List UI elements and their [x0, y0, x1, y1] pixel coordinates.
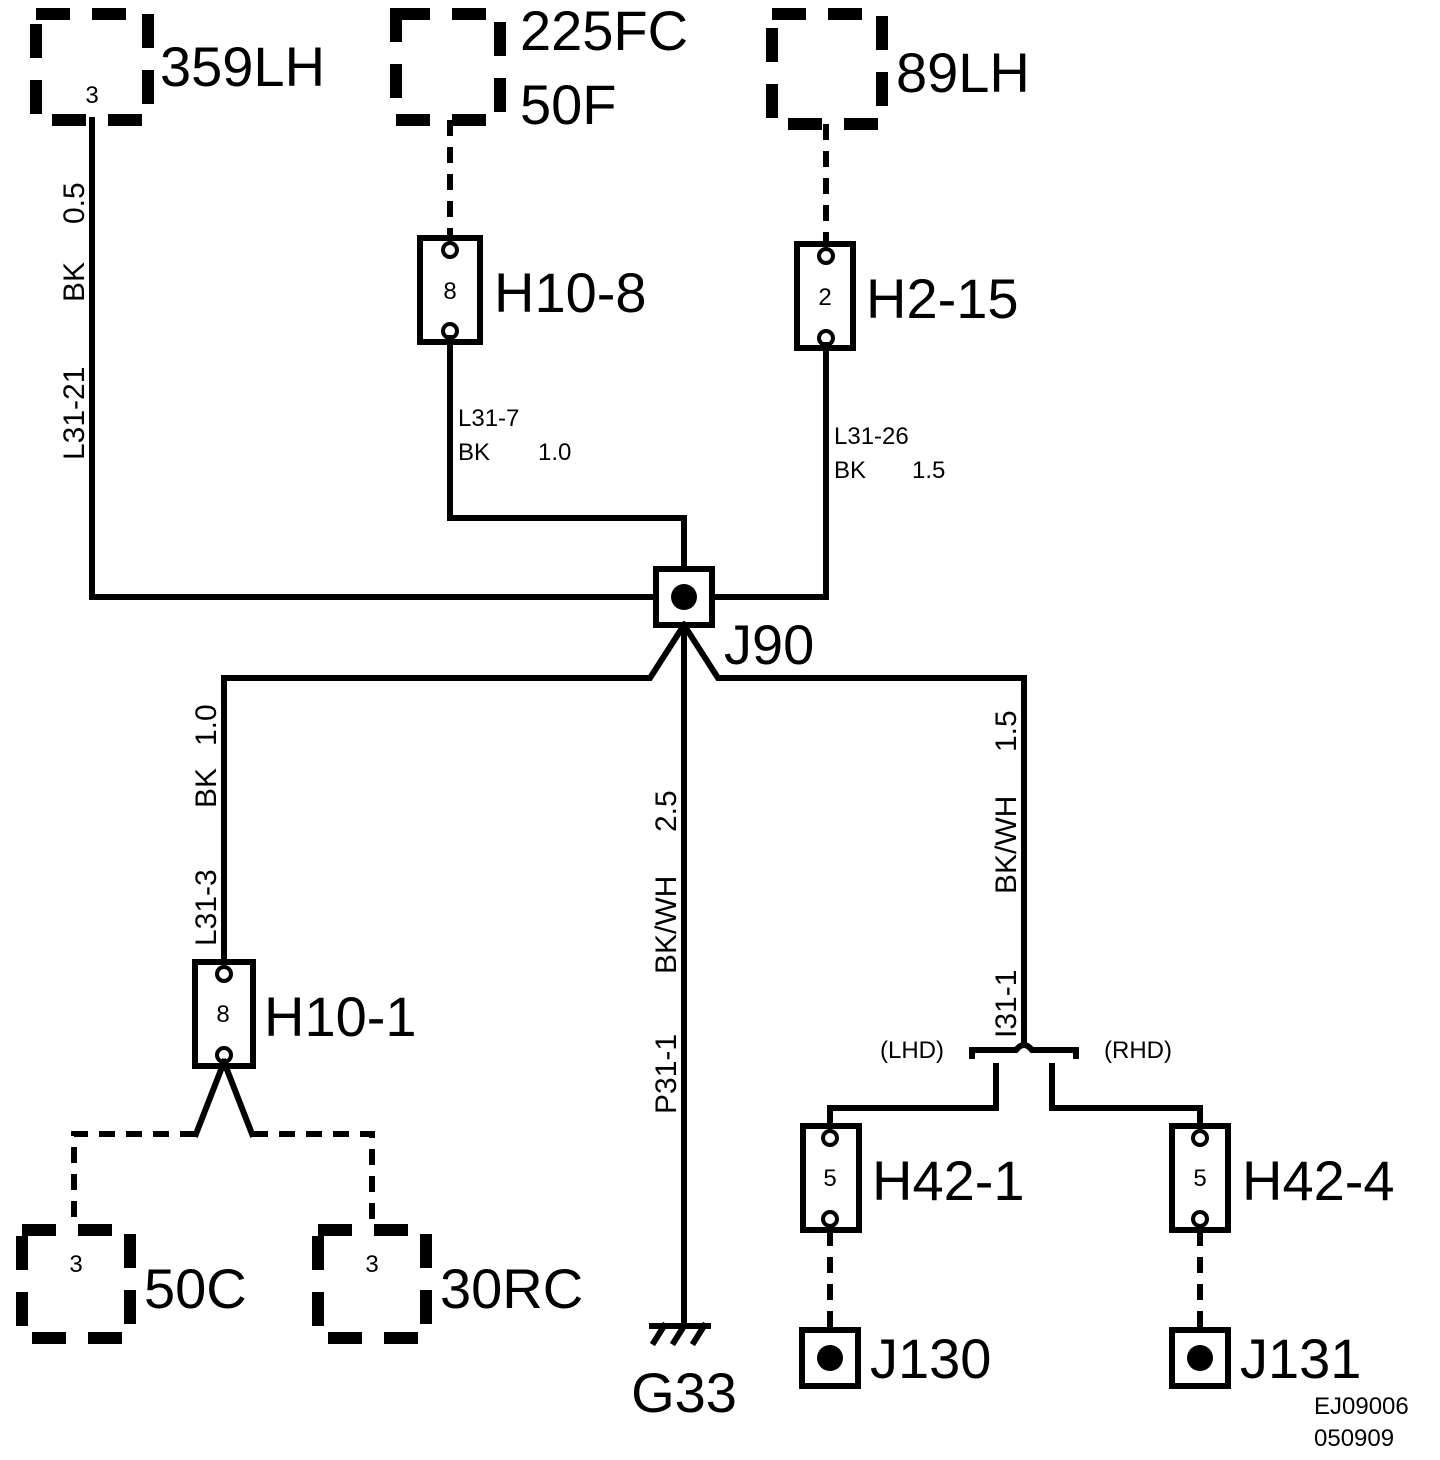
connector-h42-4-pin: 5: [1193, 1165, 1206, 1192]
connector-359lh-label: 359LH: [160, 35, 325, 98]
diagram-reference: EJ09006 050909: [1314, 1393, 1409, 1452]
wire-l31-3-circuit: L31-3: [190, 869, 223, 946]
connector-225fc-label: 225FC: [520, 0, 688, 62]
option-lhd-label: (LHD): [880, 1037, 944, 1064]
wire-h10-1-split-right: [220, 1058, 256, 1138]
ground-g33: G33: [631, 1321, 737, 1424]
wire-l31-26-circuit: L31-26: [834, 423, 909, 450]
connector-h42-1-label: H42-1: [872, 1149, 1025, 1212]
connector-h42-4: 5 H42-4: [1169, 1123, 1395, 1233]
connector-359lh-pin: 3: [85, 82, 98, 109]
connector-30rc-pin: 3: [365, 1251, 378, 1278]
splice-j90-label: J90: [724, 613, 814, 676]
connector-225fc: 225FC 50F: [390, 0, 688, 136]
connector-50c-pin: 3: [69, 1251, 82, 1278]
connector-h10-8-label: H10-8: [494, 261, 647, 324]
wire-l31-7-size: 1.0: [538, 439, 571, 466]
wire-i31-1-size: 1.5: [990, 710, 1023, 752]
connector-89lh: 89LH: [766, 8, 1030, 130]
wire-h10-1-split-left: [192, 1058, 228, 1138]
wire-l31-26-color: BK: [834, 457, 866, 484]
ground-g33-label: G33: [631, 1361, 737, 1424]
connector-h10-1-pin: 8: [216, 1001, 229, 1028]
wire-l31-3-size: 1.0: [190, 704, 223, 746]
wire-i31-1: [679, 620, 1027, 1047]
wire-p31-1-circuit: P31-1: [650, 1034, 683, 1114]
wire-i31-1-labels: I31-1 BK/WH 1.5: [990, 710, 1023, 1038]
connector-30rc: 3 30RC: [312, 1224, 583, 1344]
connector-h42-1-pin: 5: [823, 1165, 836, 1192]
splice-j130: J130: [799, 1327, 991, 1390]
wire-l31-26-size: 1.5: [912, 457, 945, 484]
wire-p31-1-labels: P31-1 BK/WH 2.5: [650, 790, 683, 1114]
wire-p31-1-size: 2.5: [650, 790, 683, 832]
wire-l31-21-circuit: L31-21: [58, 367, 91, 460]
connector-h42-4-label: H42-4: [1242, 1149, 1395, 1212]
wire-l31-26: L31-26 BK 1.5: [709, 342, 945, 600]
connector-h2-15: 2 H2-15: [794, 241, 1019, 351]
option-switch-bar: [969, 1042, 1079, 1059]
connector-h10-1-label: H10-1: [264, 985, 417, 1048]
connector-h10-1: 8 H10-1: [192, 959, 417, 1069]
connector-h42-1: 5 H42-1: [800, 1123, 1025, 1233]
splice-j90: J90: [653, 566, 814, 676]
option-rhd-label: (RHD): [1104, 1037, 1172, 1064]
diagram-date: 050909: [1314, 1425, 1394, 1452]
splice-j131: J131: [1169, 1327, 1361, 1390]
splice-j131-label: J131: [1240, 1327, 1361, 1390]
diagram-code: EJ09006: [1314, 1393, 1409, 1420]
wire-l31-21: L31-21 BK 0.5: [58, 117, 95, 600]
wire-l31-3: [221, 620, 689, 973]
connector-h10-8-pin: 8: [443, 278, 456, 305]
connector-30rc-label: 30RC: [440, 1257, 583, 1320]
wire-l31-7-color: BK: [458, 439, 490, 466]
wire-rhd-h42-4: [1049, 1063, 1203, 1133]
connector-89lh-label: 89LH: [896, 41, 1030, 104]
wire-l31-21-size: 0.5: [58, 182, 91, 224]
dashed-wire-h10-1-50c: [71, 1131, 196, 1228]
wire-l31-21-color: BK: [58, 262, 91, 302]
wire-i31-1-color: BK/WH: [990, 796, 1023, 894]
connector-h10-8: 8 H10-8: [417, 235, 647, 345]
wire-lhd-h42-1: [827, 1063, 999, 1133]
splice-j130-label: J130: [870, 1327, 991, 1390]
connector-50f-label: 50F: [520, 73, 617, 136]
wire-i31-1-circuit: I31-1: [990, 970, 1023, 1038]
connector-h2-15-label: H2-15: [866, 267, 1019, 330]
dashed-wire-h10-1-30rc: [252, 1131, 375, 1228]
connector-h2-15-pin: 2: [818, 284, 831, 311]
connector-50c: 3 50C: [16, 1224, 247, 1344]
wire-l31-3-color: BK: [190, 768, 223, 808]
connector-359lh: 3 359LH: [30, 8, 325, 126]
option-switch-lhd-rhd: (LHD) (RHD): [880, 1037, 1172, 1064]
wire-p31-1-color: BK/WH: [650, 876, 683, 974]
wire-l31-7: L31-7 BK 1.0: [447, 335, 687, 573]
connector-50c-label: 50C: [144, 1257, 247, 1320]
wire-l31-3-labels: L31-3 BK 1.0: [190, 704, 223, 946]
wire-l31-7-circuit: L31-7: [458, 405, 519, 432]
